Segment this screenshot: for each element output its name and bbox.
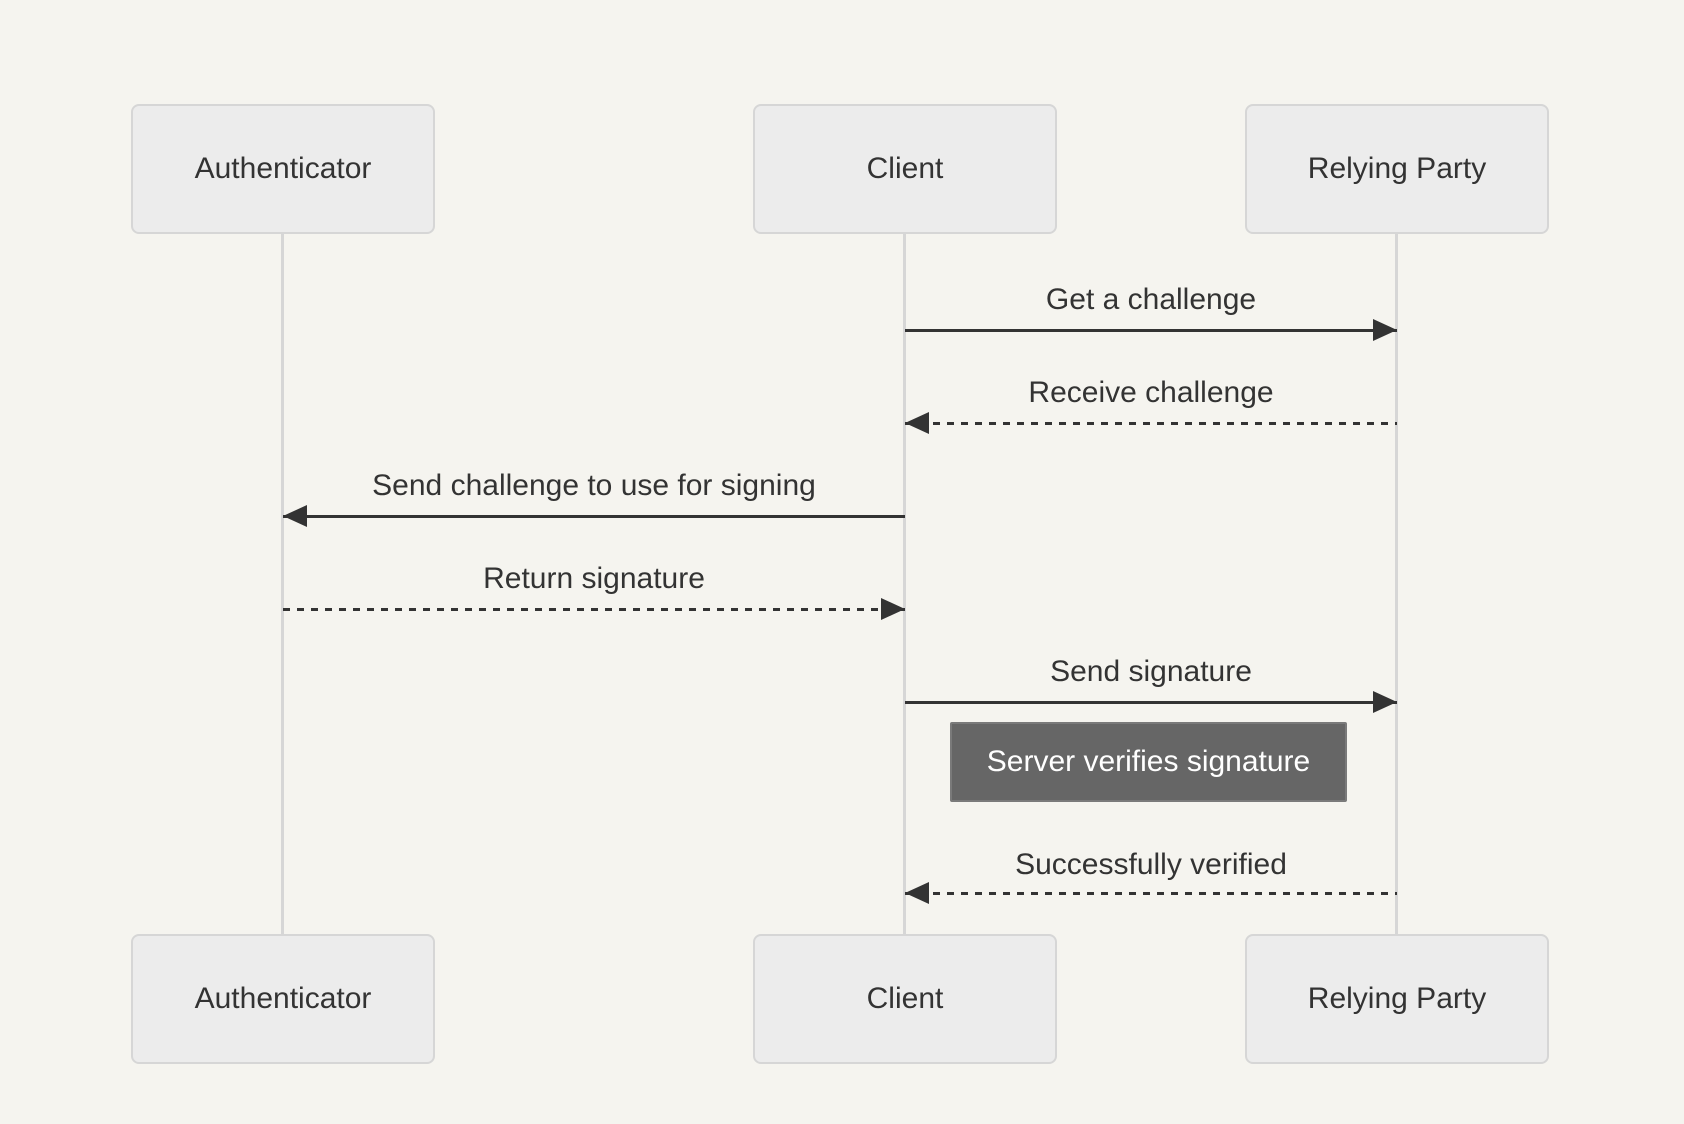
message-line-send-signature [905,701,1397,704]
actor-label-client: Client [866,982,944,1015]
actor-label-relying-party: Relying Party [1307,982,1487,1015]
arrowhead-right-icon [881,598,905,620]
message-line-send-challenge [283,515,905,518]
message-line-return-signature [283,608,905,611]
note-label: Server verifies signature [986,745,1311,778]
actor-box-client-top: Client [753,104,1057,234]
arrowhead-left-icon [283,505,307,527]
message-line-receive-challenge [905,422,1397,425]
actor-label-authenticator: Authenticator [194,152,372,185]
note-box: Server verifies signature [950,722,1347,802]
message-line-successfully-verified [905,892,1397,895]
actor-box-relying-party-top: Relying Party [1245,104,1549,234]
actor-label-relying-party: Relying Party [1307,152,1487,185]
actor-box-authenticator-top: Authenticator [131,104,435,234]
actor-label-client: Client [866,152,944,185]
arrowhead-right-icon [1373,319,1397,341]
actor-box-client-bottom: Client [753,934,1057,1064]
message-label-receive-challenge: Receive challenge [1028,376,1274,409]
message-label-send-signature: Send signature [1050,655,1252,688]
actor-box-relying-party-bottom: Relying Party [1245,934,1549,1064]
lifeline-authenticator [281,234,284,936]
arrowhead-left-icon [905,412,929,434]
lifeline-relying-party [1395,234,1398,936]
message-label-return-signature: Return signature [483,562,705,595]
message-label-send-challenge: Send challenge to use for signing [372,469,816,502]
lifeline-client [903,234,906,936]
message-line-get-a-challenge [905,329,1397,332]
arrowhead-left-icon [905,882,929,904]
arrowhead-right-icon [1373,691,1397,713]
message-label-successfully-verified: Successfully verified [1015,848,1287,881]
message-label-get-a-challenge: Get a challenge [1045,283,1257,316]
actor-box-authenticator-bottom: Authenticator [131,934,435,1064]
actor-label-authenticator: Authenticator [194,982,372,1015]
